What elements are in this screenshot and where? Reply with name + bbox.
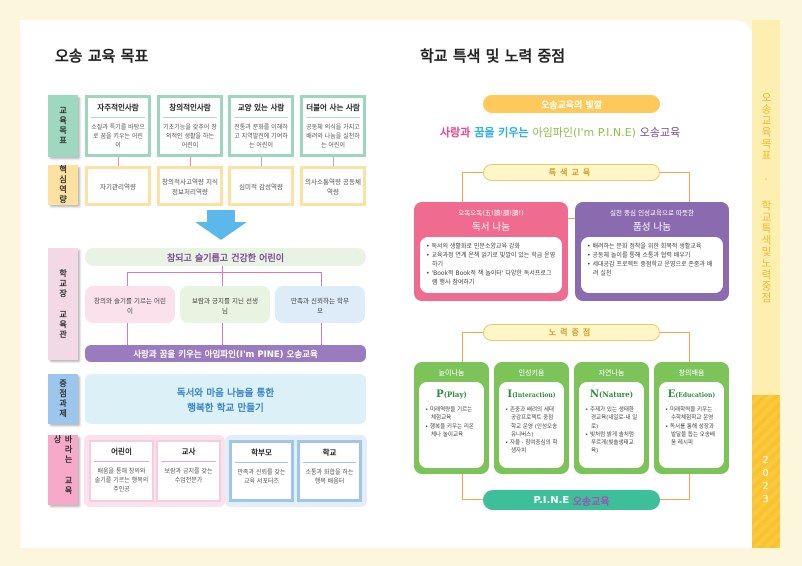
label-vision: 학교장 교육관 bbox=[48, 248, 78, 360]
colors-title: 오송교육의 빛깔 bbox=[483, 95, 660, 113]
competency-box: 창의적사고역량 지식정보처리역량 bbox=[157, 166, 223, 206]
special-card-character: 실천 중심 인성교육으로 따뜻한 품성 나눔 • 배려하는 문화 정착을 위한 … bbox=[575, 202, 729, 301]
competency-box: 자기관리역량 bbox=[85, 166, 151, 206]
side-tab-text: 오송교육목표 · 학교특색및노력중점 bbox=[760, 92, 772, 304]
side-tab-year: 2023 bbox=[760, 455, 771, 507]
slogan: 사랑과 꿈을 키우는 아임파인(I'm P.I.N.E) 오송교육 bbox=[440, 126, 681, 139]
label-ideal: 바라는 교육상 bbox=[48, 435, 78, 505]
vision-bottom: 사랑과 꿈을 키우는 아임파인(I'm PINE) 오송교육 bbox=[85, 345, 366, 362]
label-goals: 교육목표 bbox=[48, 95, 78, 157]
special-label: 특색교육 bbox=[483, 164, 660, 181]
right-title: 학교 특색 및 노력 중점 bbox=[420, 47, 566, 65]
left-title: 오송 교육 목표 bbox=[55, 47, 149, 65]
label-competency: 핵심역량 bbox=[48, 165, 78, 205]
special-card-reading: 오독오독(五!讀!讀!讀!) 독서 나눔 • 독서의 생활화로 인문소양교육 강… bbox=[414, 202, 568, 301]
side-tab-year-band bbox=[752, 395, 780, 548]
effort-label: 노력중점 bbox=[483, 324, 660, 341]
competency-box: 의사소통역량 공동체역량 bbox=[300, 166, 366, 206]
vision-item: 만족과 신뢰하는 학부모 bbox=[275, 286, 365, 323]
down-arrow-icon bbox=[195, 210, 247, 240]
label-task: 중점과제 bbox=[48, 374, 78, 424]
vision-item: 보람과 긍지를 지닌 선생님 bbox=[180, 286, 270, 323]
pine-banner: P.I.N.E 오송교육 bbox=[483, 490, 660, 510]
vision-top: 참되고 슬기롭고 건강한 어린이 bbox=[85, 248, 366, 266]
vision-item: 창의와 슬기를 기르는 어린이 bbox=[85, 286, 175, 323]
competency-box: 심미적 감성역량 bbox=[228, 166, 294, 206]
